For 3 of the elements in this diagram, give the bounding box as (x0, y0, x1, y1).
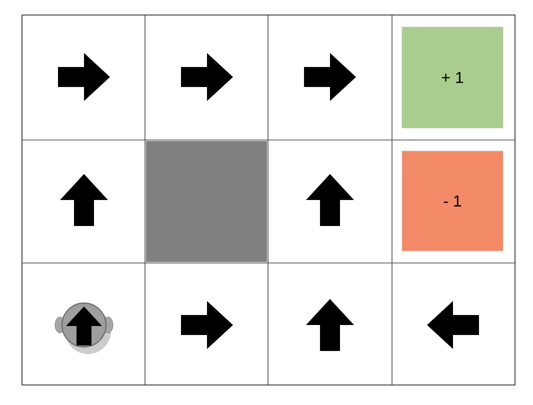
penalty-square: - 1 (402, 150, 504, 252)
wall-cell (146, 141, 267, 262)
reward-square: + 1 (402, 26, 504, 128)
